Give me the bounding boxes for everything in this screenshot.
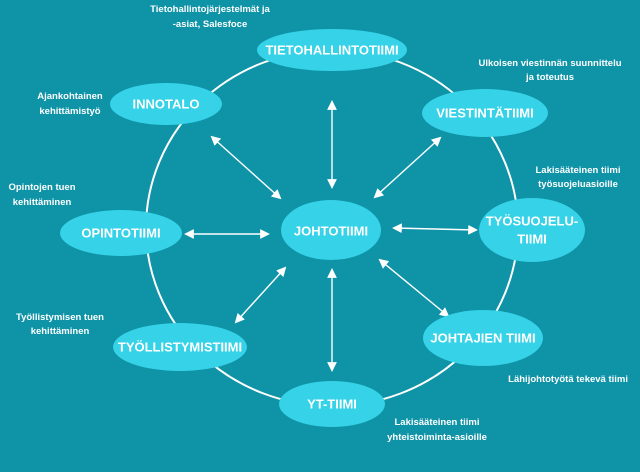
note-line: Lakisääteinen tiimi — [535, 165, 620, 176]
node-label: INNOTALO — [133, 97, 200, 112]
arrow-to-johtajien-tiimi — [378, 258, 450, 318]
node-label-line1: TYÖSUOJELU- — [486, 214, 578, 229]
note-line: kehittämistyö — [39, 106, 100, 117]
node-label: TIETOHALLINTOTIIMI — [265, 43, 398, 58]
note-line: työsuojeluasioille — [538, 179, 618, 190]
arrow-to-innotalo — [210, 135, 282, 200]
note-johtajat: Lähijohtotyötä tekevä tiimi — [508, 374, 628, 385]
center-node: JOHTOTIIMI — [281, 200, 381, 260]
note-tyollistyminen: Työllistymisen tuen kehittäminen — [16, 312, 104, 337]
arrow-to-tyollistymistiimi — [234, 266, 287, 324]
note-tietohallinto: Tietohallintojärjestelmät ja -asiat, Sal… — [150, 4, 270, 30]
note-line: ja toteutus — [525, 72, 574, 83]
node-tietohallintotiimi: TIETOHALLINTOTIIMI — [257, 29, 407, 71]
node-tyosuojelutiimi: TYÖSUOJELU- TIIMI — [479, 198, 585, 262]
node-label: VIESTINTÄTIIMI — [436, 106, 534, 121]
note-line: yhteistoiminta-asioille — [387, 432, 487, 443]
node-tyollistymistiimi: TYÖLLISTYMISTIIMI — [113, 323, 247, 371]
node-johtajien-tiimi: JOHTAJIEN TIIMI — [423, 310, 543, 366]
node-innotalo: INNOTALO — [110, 83, 222, 125]
note-line: Ulkoisen viestinnän suunnittelu — [478, 58, 621, 69]
note-line: Lakisääteinen tiimi — [394, 417, 479, 428]
center-node-label: JOHTOTIIMI — [294, 224, 368, 239]
node-viestintatiimi: VIESTINTÄTIIMI — [422, 89, 548, 137]
arrow-to-tyosuojelutiimi — [392, 223, 478, 235]
note-line: Ajankohtainen — [37, 91, 103, 102]
note-innotalo: Ajankohtainen kehittämistyö — [37, 91, 103, 117]
node-label: YT-TIIMI — [307, 397, 357, 412]
note-viestinta: Ulkoisen viestinnän suunnittelu ja toteu… — [478, 58, 621, 83]
node-label: OPINTOTIIMI — [81, 226, 160, 241]
node-label: TYÖLLISTYMISTIIMI — [118, 340, 242, 355]
note-line: kehittäminen — [13, 197, 72, 208]
note-line: -asiat, Salesfoce — [173, 19, 247, 30]
node-label: JOHTAJIEN TIIMI — [430, 331, 535, 346]
connector-arrows — [184, 100, 478, 372]
note-line: Työllistymisen tuen — [16, 312, 104, 323]
note-tyosuojelu: Lakisääteinen tiimi työsuojeluasioille — [535, 165, 620, 190]
node-label-line2: TIIMI — [517, 232, 547, 247]
note-line: Opintojen tuen — [8, 182, 75, 193]
node-opintotiimi: OPINTOTIIMI — [60, 210, 182, 256]
note-line: kehittäminen — [31, 326, 90, 337]
node-yt-tiimi: YT-TIIMI — [279, 381, 385, 427]
note-line: Tietohallintojärjestelmät ja — [150, 4, 270, 15]
arrow-to-viestintatiimi — [373, 136, 442, 199]
note-yt: Lakisääteinen tiimi yhteistoiminta-asioi… — [387, 417, 487, 443]
note-line: Lähijohtotyötä tekevä tiimi — [508, 374, 628, 385]
note-opinnot: Opintojen tuen kehittäminen — [8, 182, 75, 208]
